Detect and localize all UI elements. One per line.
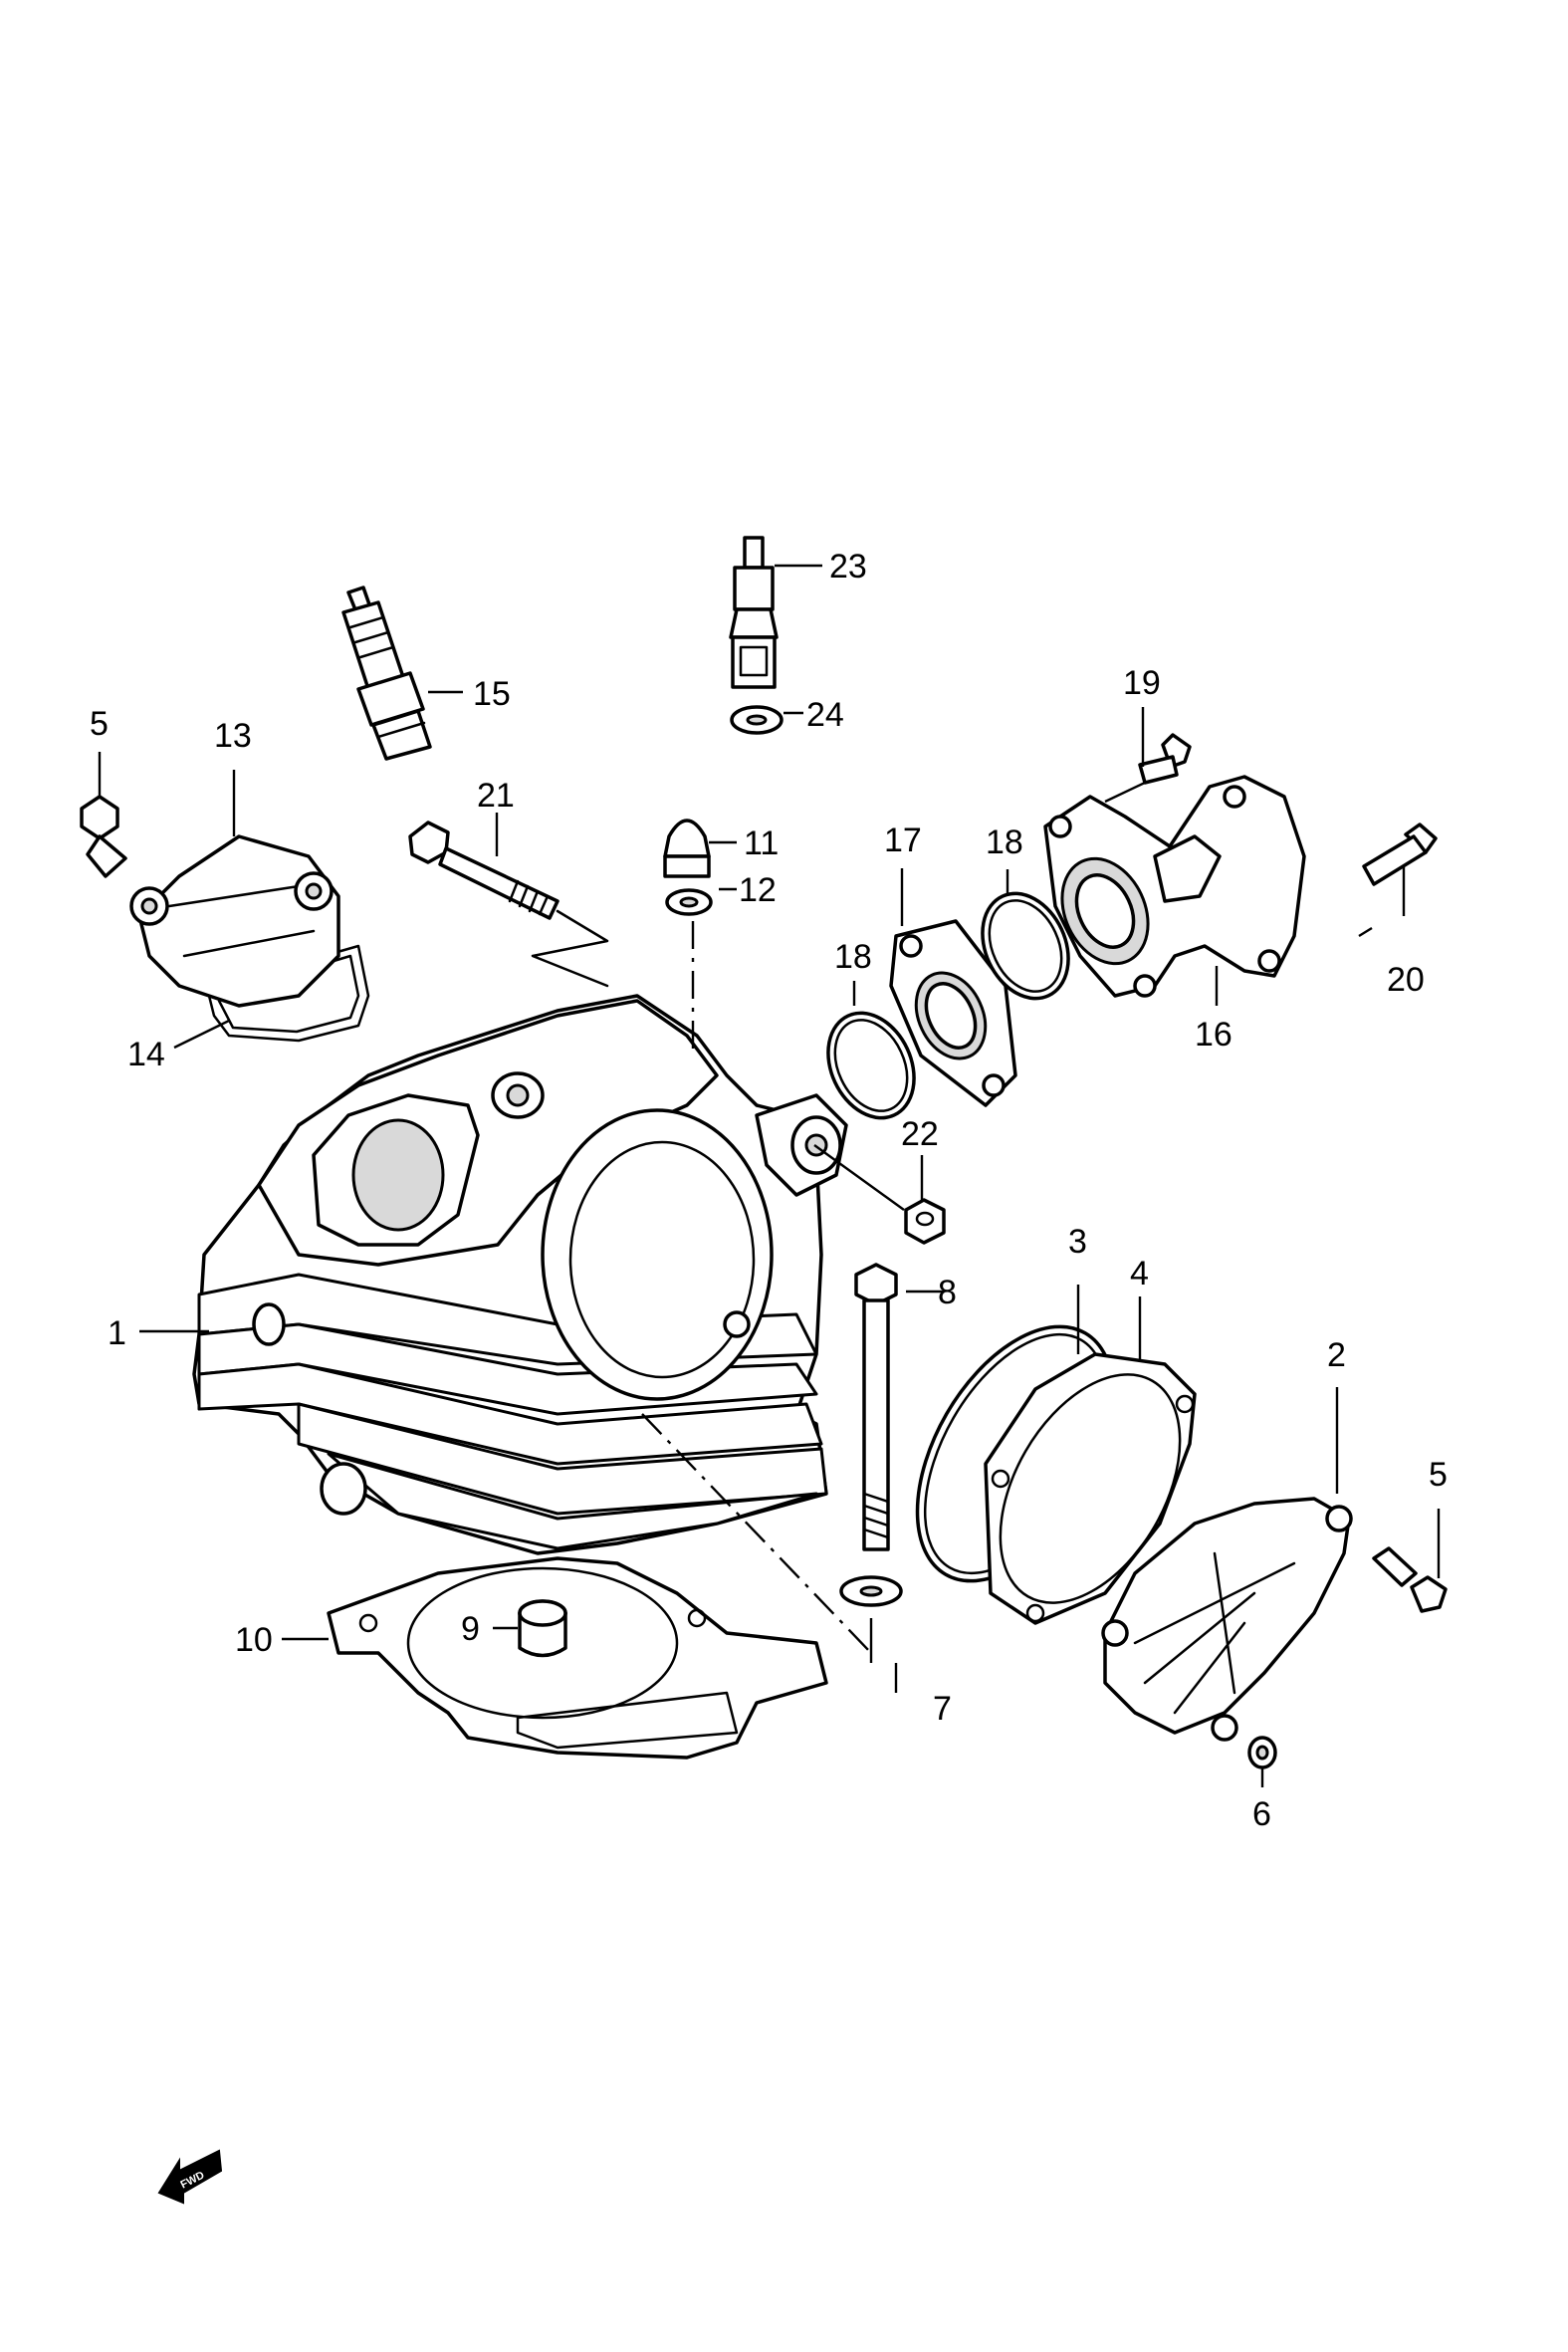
o-ring-18-left (826, 1011, 916, 1120)
callout-24: 24 (806, 696, 844, 734)
callout-22: 22 (901, 1115, 939, 1153)
bolt-19 (1138, 733, 1192, 785)
callout-7: 7 (933, 1690, 952, 1728)
callout-19: 19 (1123, 664, 1161, 702)
fwd-arrow-badge: FWD (157, 2149, 223, 2205)
dowel-pin (518, 1599, 567, 1658)
callout-leaders (98, 564, 1441, 1787)
callout-5-left: 5 (90, 705, 109, 743)
callout-18-right: 18 (986, 823, 1023, 861)
callout-labels: 1 2 3 4 5 5 6 7 8 9 10 11 12 13 14 15 16… (90, 548, 1448, 1833)
washer-24 (730, 705, 784, 735)
bolt-left (80, 795, 127, 878)
stud-bolt (408, 821, 609, 988)
insulator (889, 919, 1017, 1107)
callout-12: 12 (739, 871, 777, 909)
assembly-axis-lines (641, 780, 1373, 1663)
callout-6: 6 (1252, 1795, 1271, 1833)
callout-5-right: 5 (1429, 1456, 1448, 1494)
callout-14: 14 (127, 1036, 165, 1073)
bolt-20 (1362, 823, 1438, 886)
callout-13: 13 (214, 717, 252, 755)
cylinder-head (192, 994, 848, 1555)
callout-23: 23 (829, 548, 867, 586)
head-gasket (327, 1556, 828, 1760)
washer-6 (1247, 1736, 1277, 1769)
cap-nut (663, 819, 711, 878)
spark-plug (341, 586, 432, 761)
temperature-sensor (729, 536, 779, 689)
callout-11: 11 (744, 824, 779, 862)
flange-nut (904, 1198, 946, 1245)
callout-4: 4 (1130, 1255, 1149, 1293)
callout-1: 1 (108, 1314, 126, 1352)
washer-7 (839, 1575, 903, 1607)
intake-manifold (1043, 775, 1306, 998)
callout-21: 21 (477, 777, 515, 815)
callout-15: 15 (473, 675, 511, 713)
bolt-right (1372, 1546, 1448, 1613)
callout-17: 17 (884, 822, 922, 859)
callout-9: 9 (461, 1610, 480, 1648)
callout-8: 8 (938, 1274, 957, 1311)
washer-12 (665, 888, 713, 916)
callout-2: 2 (1327, 1336, 1346, 1374)
long-bolt (854, 1263, 898, 1551)
gasket-4 (984, 1352, 1197, 1625)
o-ring-18-right (981, 891, 1070, 1001)
callout-16: 16 (1195, 1016, 1232, 1054)
callout-10: 10 (235, 1621, 273, 1659)
callout-20: 20 (1387, 961, 1425, 999)
side-cover (1101, 1497, 1353, 1742)
valve-cover (129, 834, 340, 1008)
callout-3: 3 (1068, 1223, 1087, 1261)
callout-18-left: 18 (834, 938, 872, 976)
